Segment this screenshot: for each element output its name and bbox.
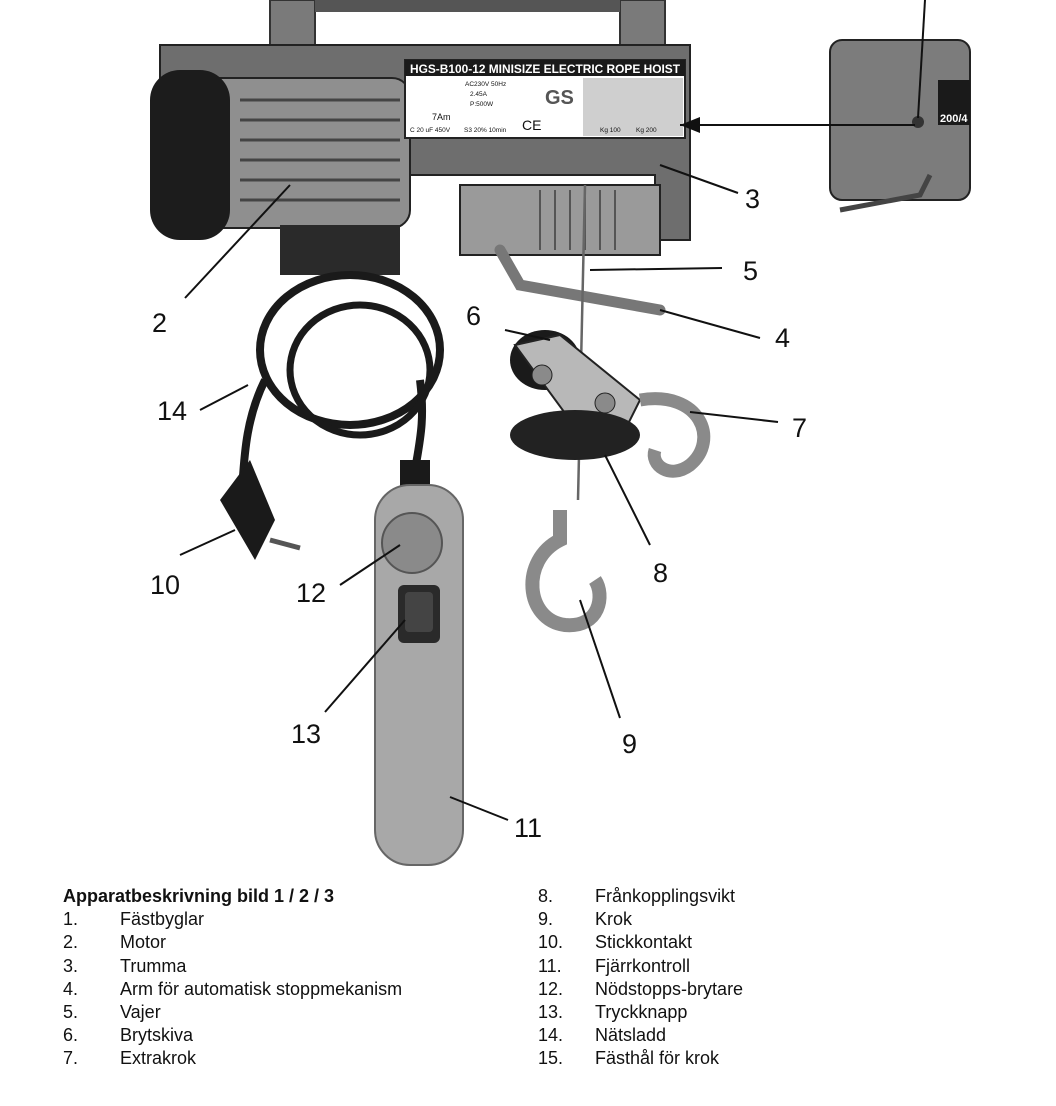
legend-item: 15. Fästhål för krok xyxy=(538,1047,743,1070)
emergency-stop-button xyxy=(381,512,443,574)
callout-5: 5 xyxy=(743,256,758,286)
legend-item-number: 6. xyxy=(63,1025,79,1046)
legend-item-label: Nödstopps-brytare xyxy=(595,978,744,999)
legend-item-number: 2. xyxy=(63,932,79,953)
pointer-1 xyxy=(917,0,926,119)
gs-mark: GS xyxy=(545,87,574,109)
legend-item: 9. Krok xyxy=(538,908,743,931)
nameplate-row: P:500W xyxy=(470,101,494,108)
callout-4: 4 xyxy=(775,323,790,353)
plug xyxy=(220,460,275,560)
legend-item-label: Vajer xyxy=(120,1002,161,1023)
legend-item-number: 1. xyxy=(63,909,79,930)
mounting-bracket-left xyxy=(269,0,316,49)
legend-item: 10. Stickkontakt xyxy=(538,931,743,954)
cutoff-weight xyxy=(510,410,640,460)
nameplate-row: S3 20% 10min xyxy=(464,127,507,134)
legend-item-label: Extrakrok xyxy=(120,1048,197,1069)
legend-item-number: 10. xyxy=(538,932,564,953)
callout-11: 11 xyxy=(514,813,542,843)
legend-item: 13. Tryckknapp xyxy=(538,1001,743,1024)
callout-3: 3 xyxy=(745,184,760,214)
nameplate-row: AC230V 50Hz xyxy=(465,81,506,88)
legend-item-number: 11. xyxy=(538,955,562,976)
nameplate-row: C 20 uF 450V xyxy=(410,127,451,134)
legend-item-number: 4. xyxy=(63,978,79,999)
mounting-rail xyxy=(315,0,620,12)
leader-lines xyxy=(179,164,779,821)
callout-12: 12 xyxy=(296,578,326,608)
legend-item: 3. Trumma xyxy=(63,955,402,978)
legend-item-label: Stickkontakt xyxy=(595,932,693,953)
power-cord-coil xyxy=(256,271,444,429)
legend-item: 5. Vajer xyxy=(63,1001,402,1024)
legend-item: 14. Nätsladd xyxy=(538,1024,743,1047)
callout-10: 10 xyxy=(150,570,180,600)
power-cord-coil-inner xyxy=(286,301,434,439)
motor-end-cap xyxy=(150,70,230,240)
inset-hoist-view: 200/4 xyxy=(829,39,971,213)
legend-item-number: 15. xyxy=(538,1048,564,1069)
callout-2: 2 xyxy=(152,308,167,338)
load-label: Kg 100 xyxy=(600,127,621,134)
legend-item-label: Motor xyxy=(120,932,167,953)
legend-item-label: Nätsladd xyxy=(595,1025,667,1046)
lifting-hook xyxy=(525,510,607,633)
legend-item: 2. Motor xyxy=(63,931,402,954)
legend-item-label: Fästhål för krok xyxy=(595,1048,720,1069)
legend-left-column: Apparatbeskrivning bild 1 / 2 / 3 1. Fäst… xyxy=(63,885,402,1071)
ce-mark: CE xyxy=(522,117,541,133)
extra-hook xyxy=(638,392,711,478)
legend-item: 7. Extrakrok xyxy=(63,1047,402,1070)
legend-item: 11. Fjärrkontroll xyxy=(538,955,743,978)
hoist-diagram: HGS-B100-12 MINISIZE ELECTRIC ROPE HOIST… xyxy=(150,0,971,866)
legend-item-label: Tryckknapp xyxy=(595,1002,688,1023)
callout-14: 14 xyxy=(157,396,187,426)
legend-item: 1. Fästbyglar xyxy=(63,908,402,931)
legend-right-column: 8. Frånkopplingsvikt 9. Krok 10. Stickkonta… xyxy=(538,885,743,1071)
legend-item-label: Frånkopplingsvikt xyxy=(595,886,736,906)
legend-item-number: 13. xyxy=(538,1002,564,1023)
motor-base xyxy=(280,225,400,275)
drum xyxy=(459,184,661,256)
legend-item-number: 7. xyxy=(63,1048,79,1069)
legend-item-label: Krok xyxy=(595,909,633,930)
nameplate-row: 2.45A xyxy=(470,91,488,98)
legend-item-number: 12. xyxy=(538,978,564,999)
legend-item: 4. Arm för automatisk stoppmekanism xyxy=(63,978,402,1001)
legend-item-label: Fästbyglar xyxy=(120,909,205,930)
callout-8: 8 xyxy=(653,558,668,588)
legend-item: 8. Frånkopplingsvikt xyxy=(538,885,743,908)
nameplate-title: HGS-B100-12 MINISIZE ELECTRIC ROPE HOIST xyxy=(410,64,680,76)
load-label: Kg 200 xyxy=(636,127,657,134)
callout-9: 9 xyxy=(622,729,637,759)
legend-item-number: 3. xyxy=(63,955,79,976)
legend-item-number: 5. xyxy=(63,1002,79,1023)
callout-7: 7 xyxy=(792,413,807,443)
stop-arm xyxy=(494,244,666,316)
legend-item-label: Brytskiva xyxy=(120,1025,194,1046)
inset-plate-label: 200/4 xyxy=(940,113,968,125)
legend-item-number: 14. xyxy=(538,1025,564,1046)
legend-item: 12. Nödstopps-brytare xyxy=(538,978,743,1001)
nameplate-header xyxy=(405,60,685,76)
legend-item: 6. Brytskiva xyxy=(63,1024,402,1047)
callout-6: 6 xyxy=(466,301,481,331)
legend-item-label: Arm för automatisk stoppmekanism xyxy=(120,978,403,999)
mounting-bracket-right xyxy=(619,0,666,49)
callout-13: 13 xyxy=(291,719,321,749)
nameplate-row: 7Am xyxy=(432,112,451,122)
legend-item-number: 8. xyxy=(538,886,554,906)
legend-item-label: Fjärrkontroll xyxy=(595,955,691,976)
load-diagram-panel xyxy=(583,78,683,136)
legend-item-number: 9. xyxy=(538,909,554,930)
motor-cooling-fins xyxy=(240,98,400,202)
remote-control xyxy=(374,484,464,866)
legend-item-label: Trumma xyxy=(120,955,187,976)
remote-cable xyxy=(411,379,427,471)
legend-heading: Apparatbeskrivning bild 1 / 2 / 3 xyxy=(63,886,335,906)
arrow-head-icon xyxy=(680,117,700,133)
